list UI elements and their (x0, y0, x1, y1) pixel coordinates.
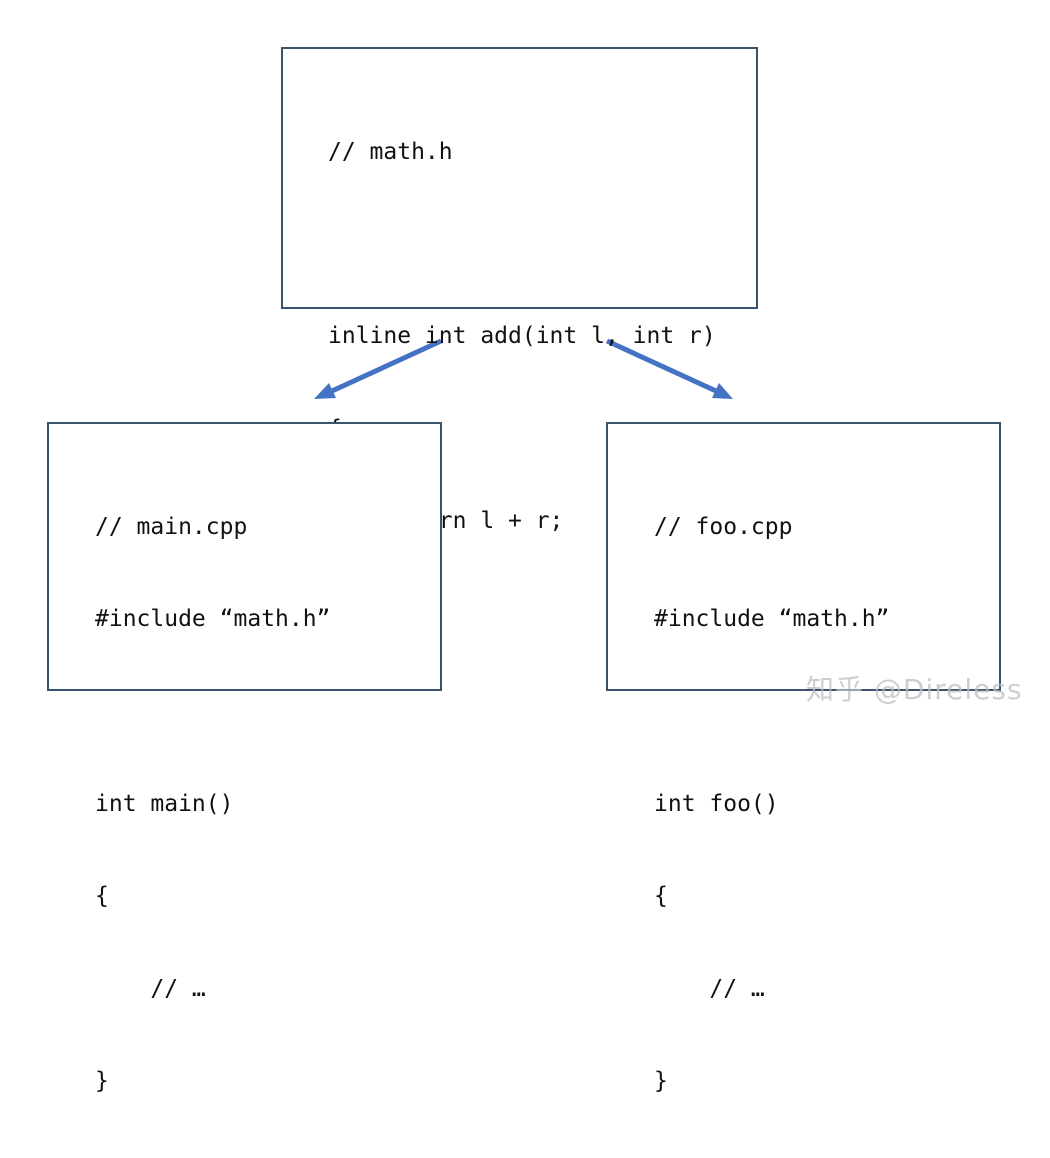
code-line: // foo.cpp (654, 513, 793, 540)
code-line: } (95, 1067, 109, 1094)
code-line: // main.cpp (95, 513, 248, 540)
code-line (328, 229, 716, 260)
code-line: // math.h (328, 138, 453, 165)
code-line: inline int add(int l, int r) (328, 323, 716, 350)
code-line: #include “math.h” (654, 605, 890, 632)
code-line: // … (654, 975, 765, 1002)
code-line: int main() (95, 790, 234, 817)
math-h-code: // math.h inline int add(int l, int r) {… (328, 75, 716, 691)
code-line: } (654, 1067, 668, 1094)
main-cpp-code: // main.cpp #include “math.h” int main()… (95, 450, 330, 1158)
main-cpp-box: // main.cpp #include “math.h” int main()… (47, 422, 442, 1094)
foo-cpp-code: // foo.cpp #include “math.h” int foo() {… (654, 450, 889, 1158)
code-line (95, 696, 330, 727)
code-line: { (654, 883, 668, 910)
math-h-box: // math.h inline int add(int l, int r) {… (281, 47, 758, 627)
code-line: #include “math.h” (95, 605, 331, 632)
foo-cpp-box: // foo.cpp #include “math.h” int foo() {… (606, 422, 1001, 1094)
watermark-text: 知乎 @Direless (806, 673, 1023, 706)
code-line: { (95, 883, 109, 910)
code-line: int foo() (654, 790, 779, 817)
code-line: // … (95, 975, 206, 1002)
